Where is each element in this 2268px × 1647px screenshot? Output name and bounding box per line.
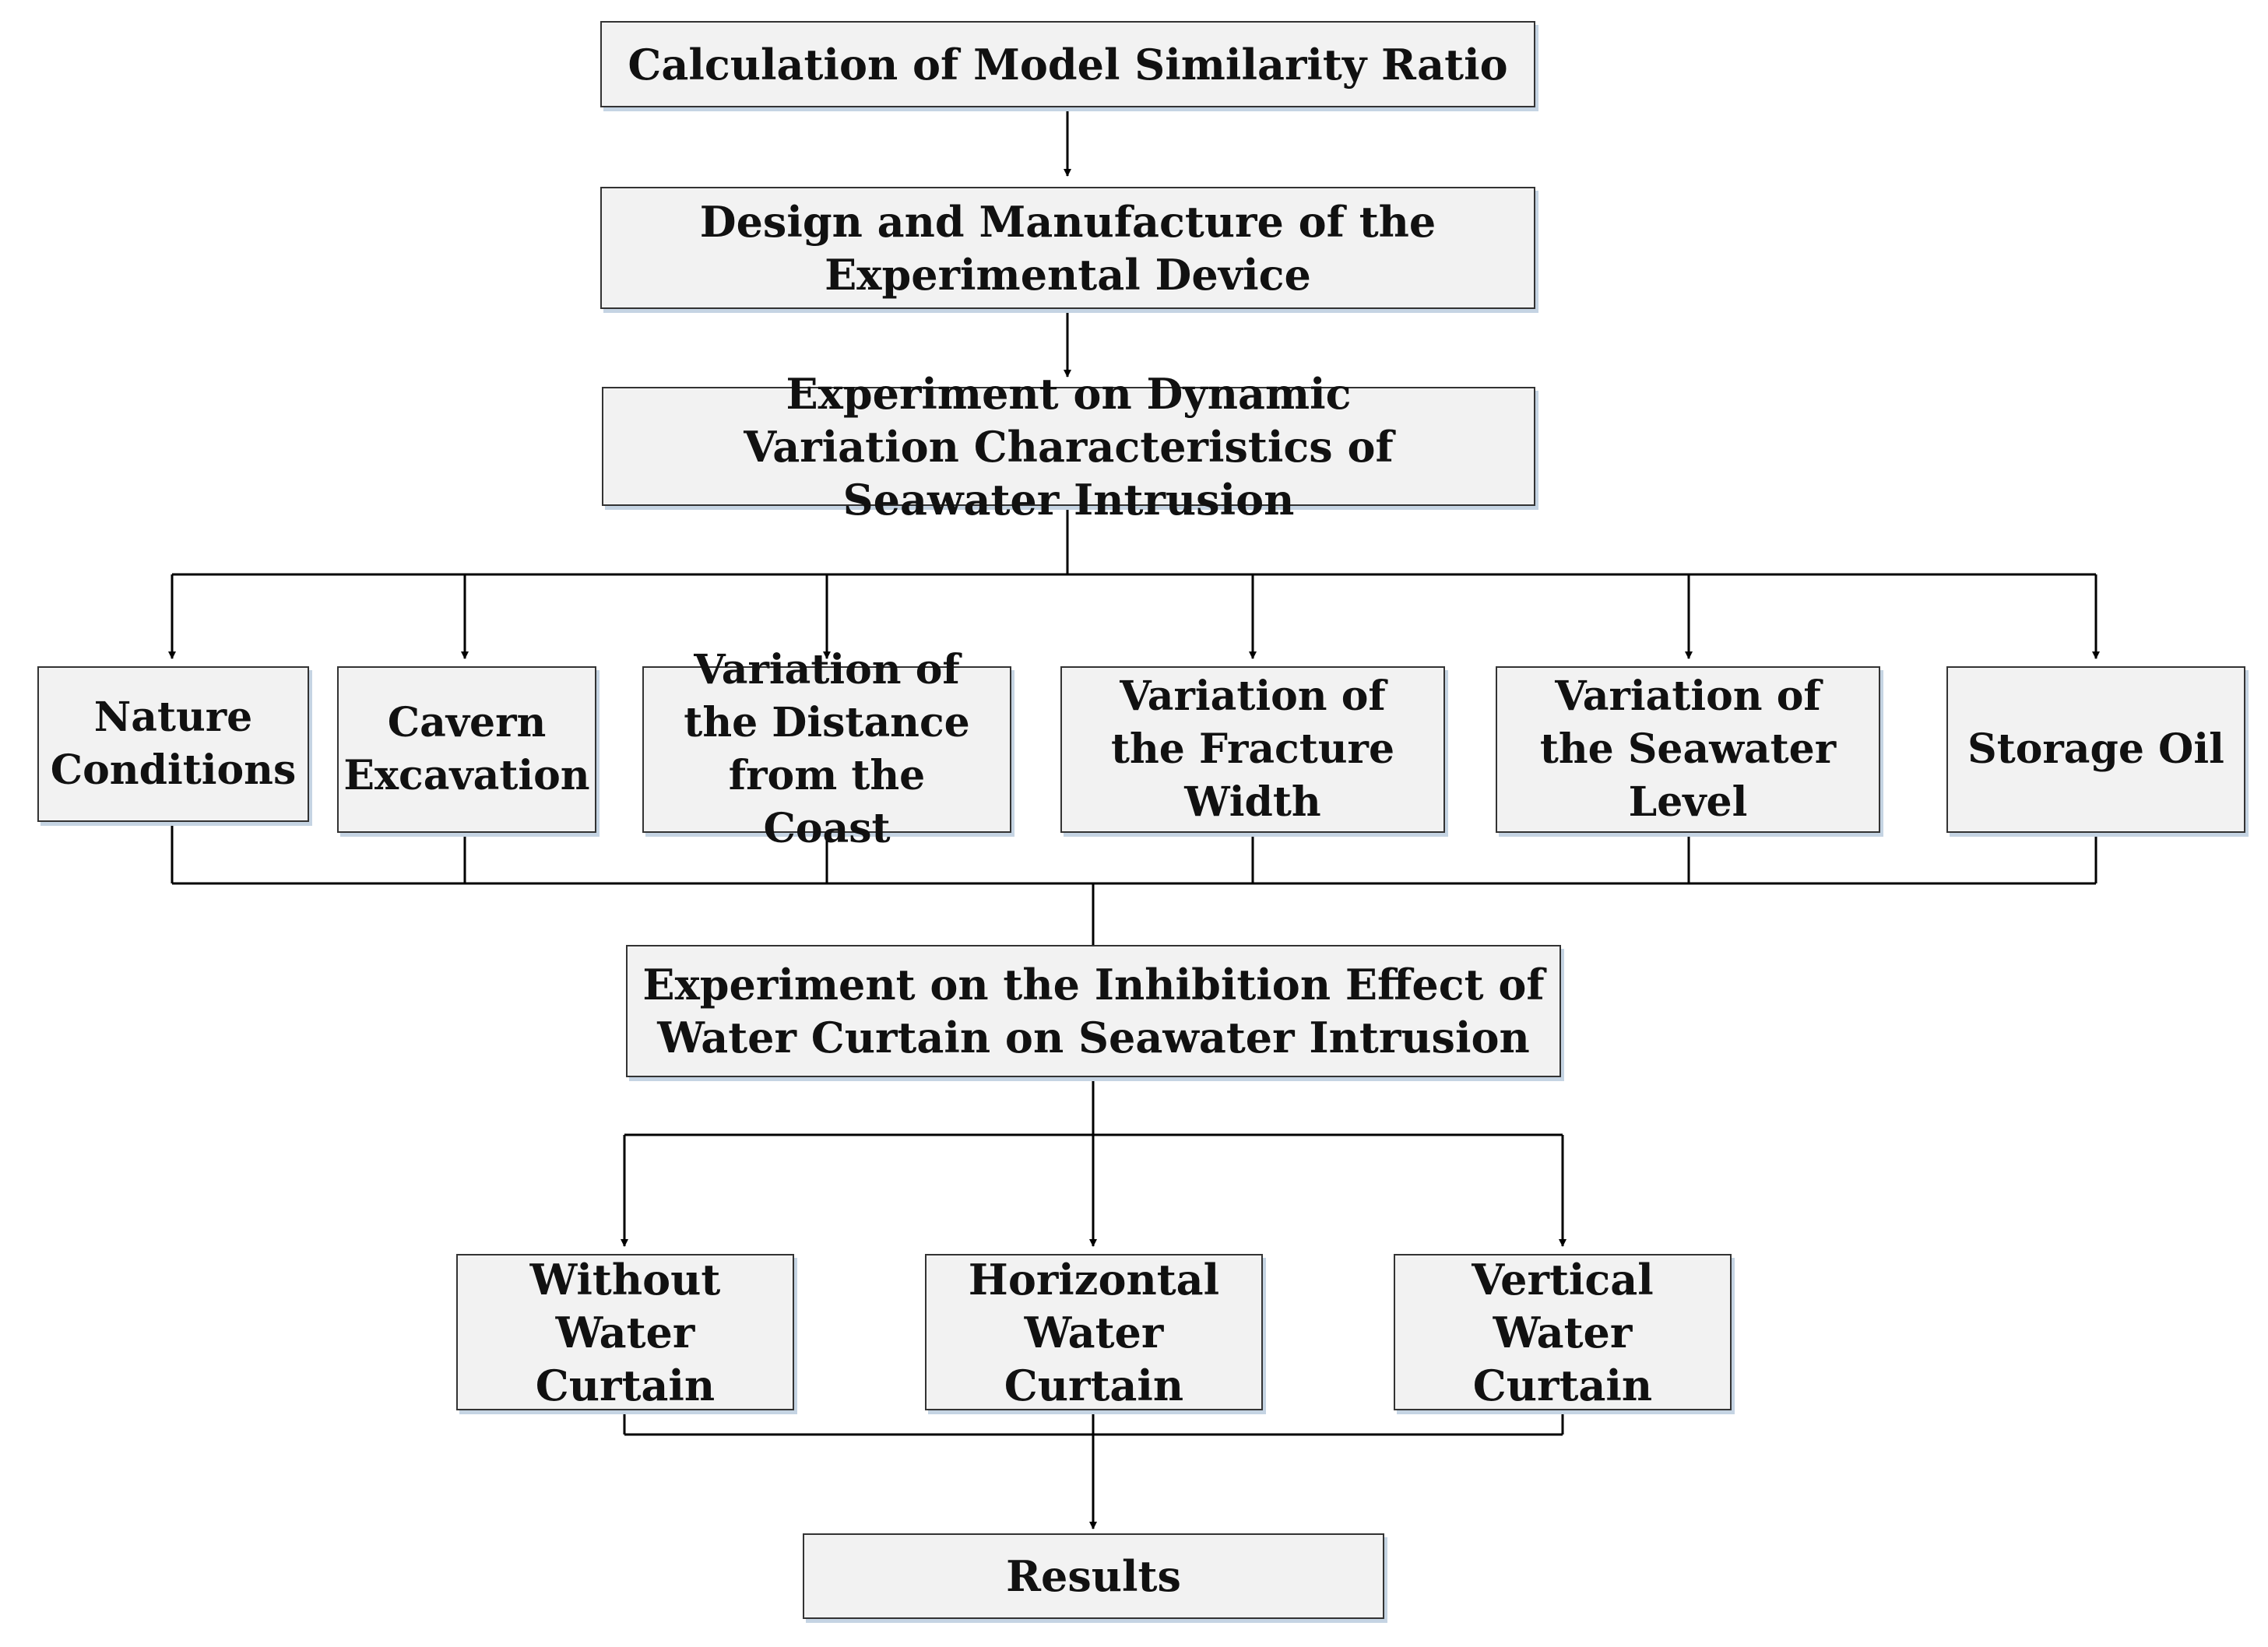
- node-inhibition-experiment: Experiment on the Inhibition Effect of W…: [626, 945, 1561, 1077]
- node-without-water-curtain: Without Water Curtain: [456, 1254, 794, 1410]
- node-label: Vertical Water Curtain: [1472, 1254, 1654, 1410]
- node-label: Results: [1006, 1551, 1181, 1601]
- node-label: Design and Manufacture of the Experiment…: [699, 196, 1436, 300]
- node-label: Calculation of Model Similarity Ratio: [628, 39, 1508, 90]
- node-label: Variation of the Seawater Level: [1539, 672, 1837, 826]
- node-label: Experiment on the Inhibition Effect of W…: [642, 960, 1545, 1062]
- node-design-and-manufacture: Design and Manufacture of the Experiment…: [600, 187, 1535, 309]
- node-label: Variation of the Fracture Width: [1110, 672, 1395, 826]
- node-label: Variation of the Distance from the Coast: [684, 646, 970, 852]
- node-label: Storage Oil: [1967, 725, 2224, 773]
- node-distance-from-coast: Variation of the Distance from the Coast: [642, 646, 1011, 852]
- node-label: Cavern Excavation: [343, 699, 590, 799]
- node-fracture-width: Variation of the Fracture Width: [1060, 666, 1445, 833]
- node-label: Nature Conditions: [50, 694, 297, 794]
- node-label: Without Water Curtain: [529, 1254, 721, 1410]
- node-dynamic-variation-experiment: Experiment on Dynamic Variation Characte…: [602, 369, 1535, 525]
- node-seawater-level: Variation of the Seawater Level: [1496, 666, 1880, 833]
- node-horizontal-water-curtain: Horizontal Water Curtain: [925, 1254, 1263, 1410]
- node-results: Results: [803, 1533, 1384, 1619]
- node-label: Horizontal Water Curtain: [968, 1254, 1220, 1410]
- node-storage-oil: Storage Oil: [1946, 666, 2245, 833]
- node-label: Experiment on Dynamic Variation Characte…: [744, 368, 1394, 525]
- node-vertical-water-curtain: Vertical Water Curtain: [1394, 1254, 1732, 1410]
- node-cavern-excavation: Cavern Excavation: [337, 666, 596, 833]
- node-nature-conditions: Nature Conditions: [37, 666, 309, 822]
- node-calculation-of-model-similarity-ratio: Calculation of Model Similarity Ratio: [600, 21, 1535, 107]
